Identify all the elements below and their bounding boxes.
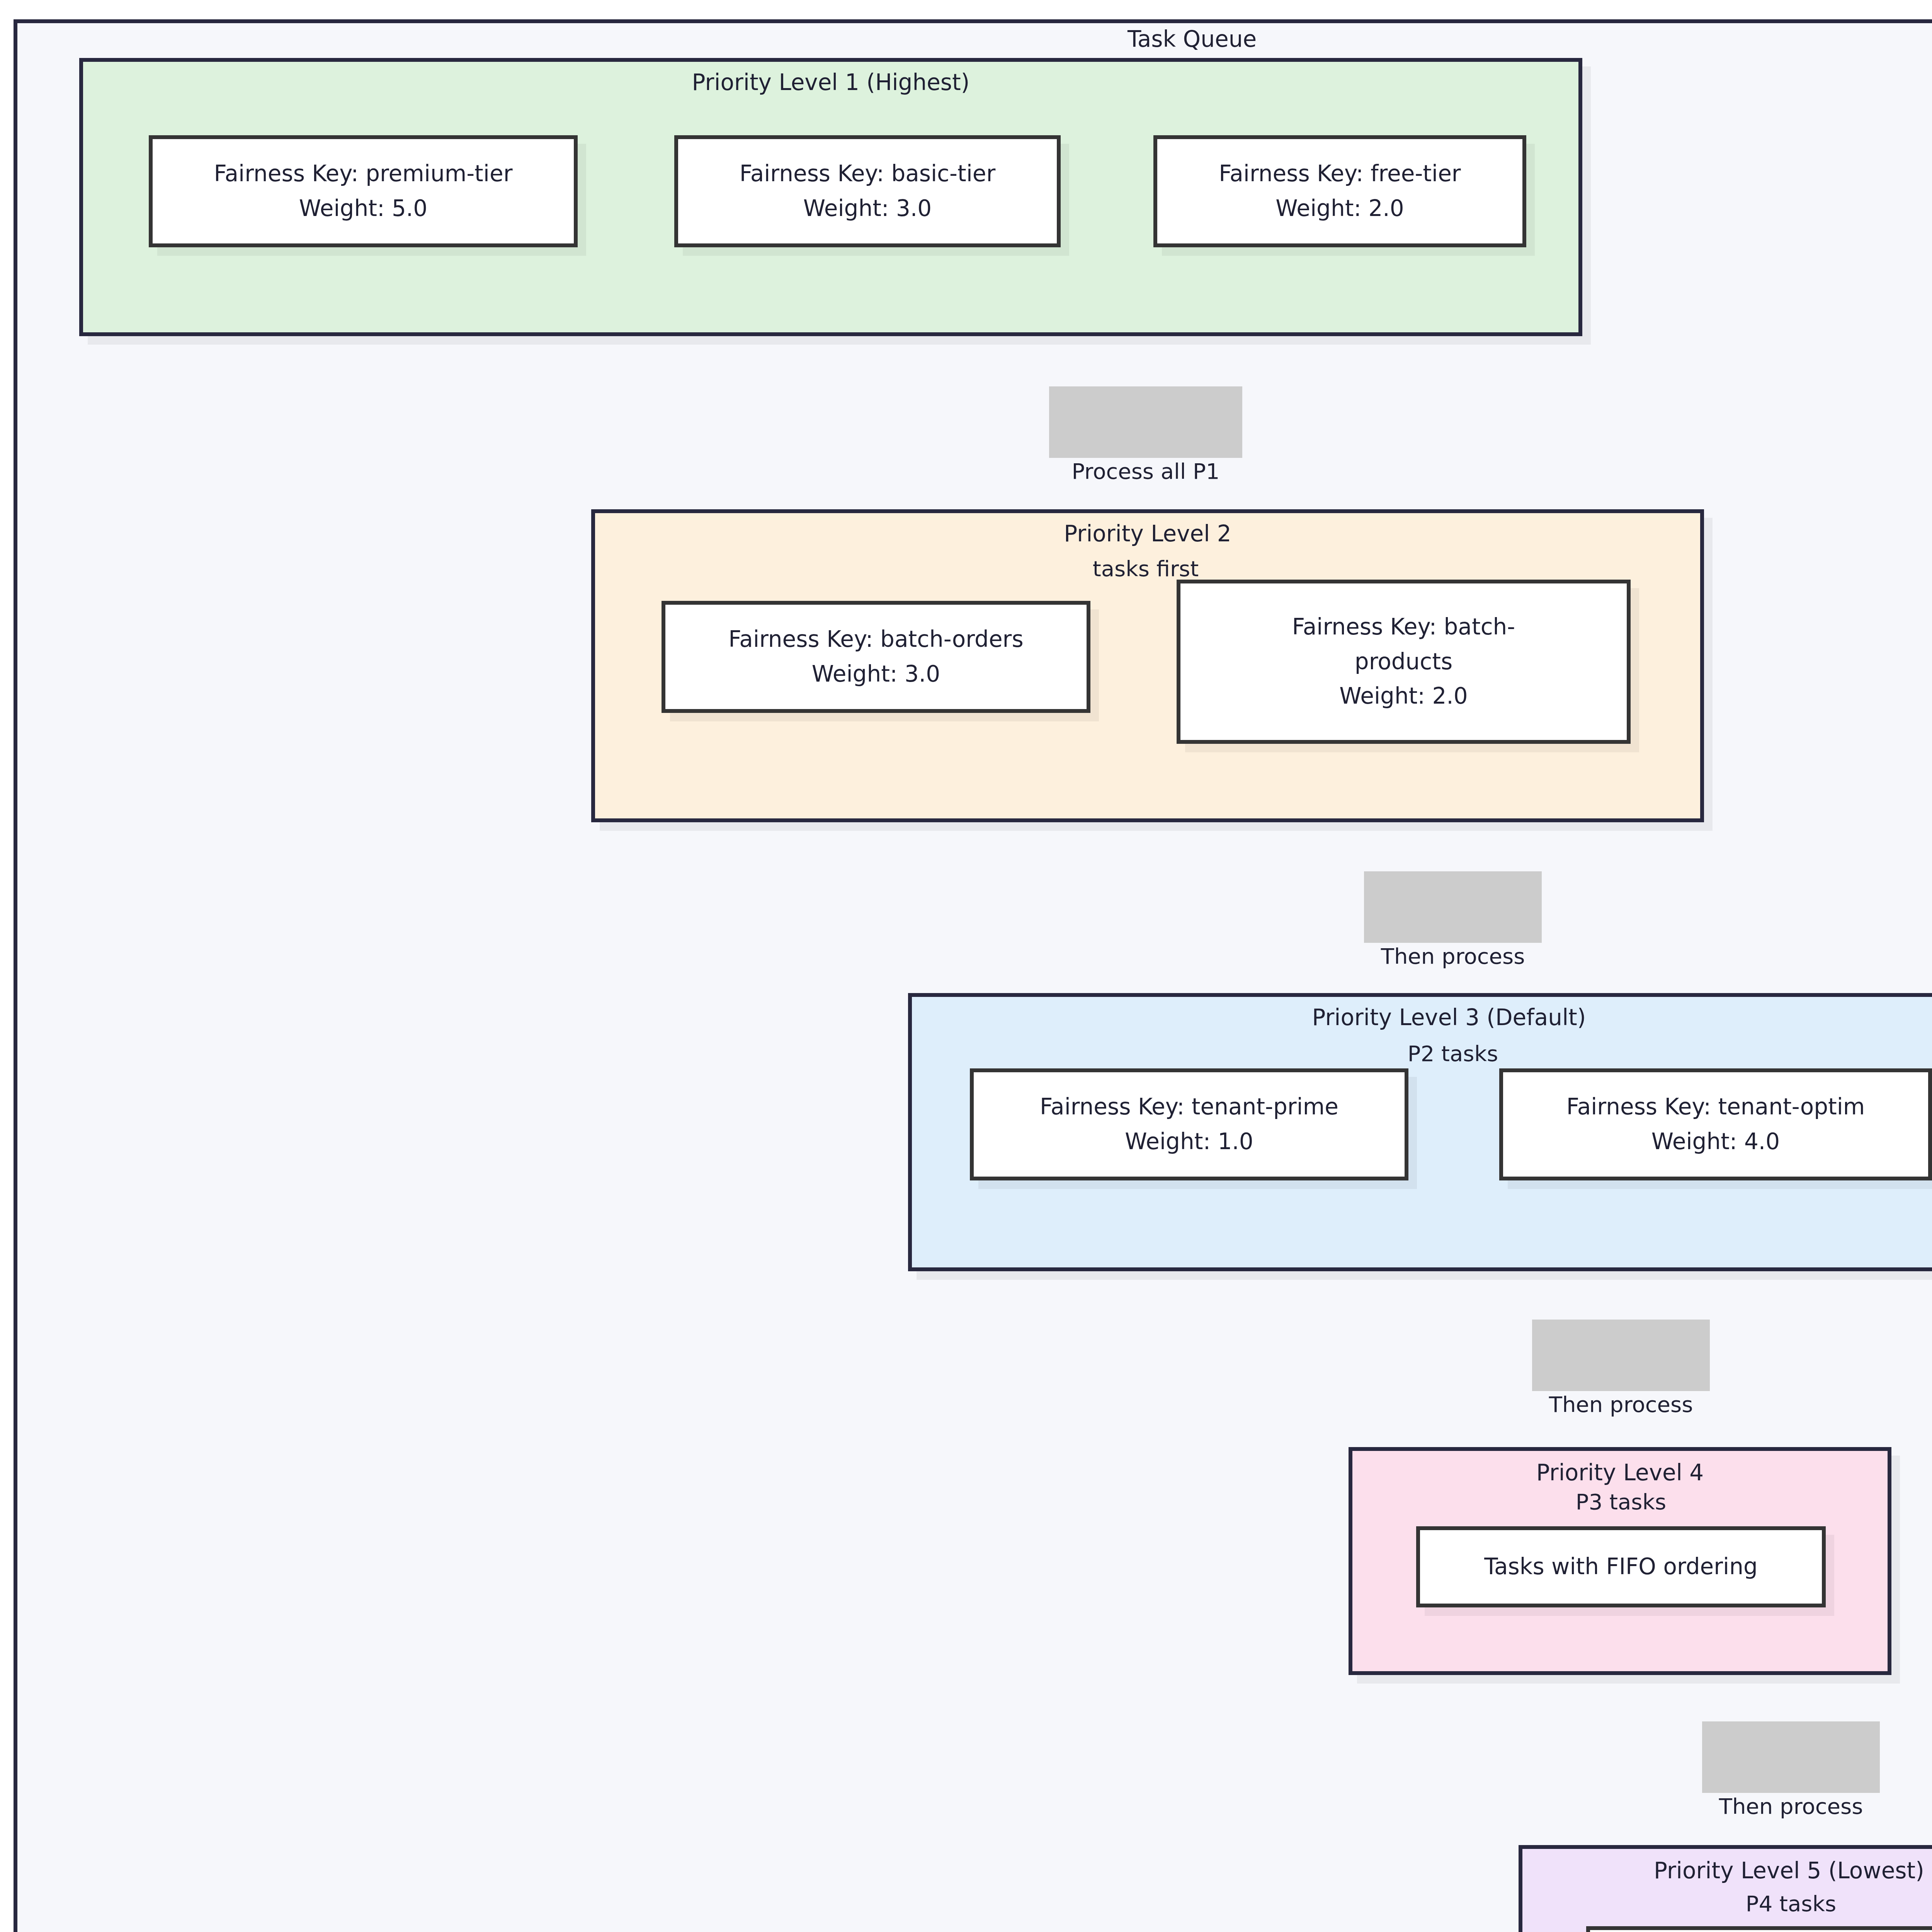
edge-label-line-1: Process all P1 bbox=[1055, 455, 1236, 488]
node-fairness-basic-tier-text: Fairness Key: basic-tier Weight: 3.0 bbox=[734, 156, 1001, 226]
edge-label-line-2: P4 tasks bbox=[1708, 1888, 1874, 1920]
edge-label-then-process-p2-tasks: Then process P2 tasks bbox=[1364, 871, 1542, 943]
edge-label-line-2: P2 tasks bbox=[1370, 1037, 1536, 1070]
node-line-2: Weight: 2.0 bbox=[1219, 191, 1461, 226]
edge-label-then-process-p3-tasks: Then process P3 tasks bbox=[1532, 1320, 1710, 1391]
edge-label-line-2: P3 tasks bbox=[1538, 1486, 1704, 1518]
node-fairness-premium-tier[interactable]: Fairness Key: premium-tier Weight: 5.0 bbox=[149, 135, 578, 247]
node-line-3: Weight: 2.0 bbox=[1292, 679, 1515, 714]
node-line-1: Fairness Key: tenant-optim bbox=[1566, 1090, 1865, 1124]
node-fairness-tenant-optim[interactable]: Fairness Key: tenant-optim Weight: 4.0 bbox=[1499, 1068, 1932, 1180]
node-fairness-tenant-prime-text: Fairness Key: tenant-prime Weight: 1.0 bbox=[1034, 1090, 1344, 1159]
edge-label-line-2: tasks first bbox=[1055, 553, 1236, 585]
node-line-1: Fairness Key: batch-orders bbox=[728, 622, 1023, 657]
node-fairness-premium-tier-text: Fairness Key: premium-tier Weight: 5.0 bbox=[208, 156, 518, 226]
node-line-1: Fairness Key: tenant-prime bbox=[1040, 1090, 1338, 1124]
node-fairness-free-tier[interactable]: Fairness Key: free-tier Weight: 2.0 bbox=[1153, 135, 1526, 247]
node-fairness-batch-orders[interactable]: Fairness Key: batch-orders Weight: 3.0 bbox=[662, 601, 1090, 713]
node-fairness-free-tier-text: Fairness Key: free-tier Weight: 2.0 bbox=[1213, 156, 1466, 226]
node-line-1: Fairness Key: batch- bbox=[1292, 610, 1515, 645]
node-line-2: Weight: 1.0 bbox=[1040, 1124, 1338, 1159]
edge-label-line-1: Then process bbox=[1538, 1388, 1704, 1421]
node-line-2: Weight: 4.0 bbox=[1566, 1124, 1865, 1159]
cluster-priority-level-1-label: Priority Level 1 (Highest) bbox=[79, 70, 1582, 95]
node-fairness-batch-orders-text: Fairness Key: batch-orders Weight: 3.0 bbox=[723, 622, 1029, 692]
node-line-2: Weight: 3.0 bbox=[740, 191, 996, 226]
edge-label-line-1: Then process bbox=[1708, 1790, 1874, 1823]
node-line-1: Fairness Key: basic-tier bbox=[740, 156, 996, 191]
node-fairness-basic-tier[interactable]: Fairness Key: basic-tier Weight: 3.0 bbox=[674, 135, 1061, 247]
edge-label-process-all-p1-tasks-first: Process all P1 tasks first bbox=[1049, 386, 1242, 458]
node-fairness-tenant-optim-text: Fairness Key: tenant-optim Weight: 4.0 bbox=[1561, 1090, 1871, 1159]
node-line-2: products bbox=[1292, 645, 1515, 679]
cluster-task-queue-label: Task Queue bbox=[14, 26, 1932, 52]
edge-label-then-process-p4-tasks: Then process P4 tasks bbox=[1702, 1721, 1880, 1793]
node-line-1: Fairness Key: premium-tier bbox=[214, 156, 512, 191]
node-line-2: Weight: 5.0 bbox=[214, 191, 512, 226]
node-line-1: Fairness Key: free-tier bbox=[1219, 156, 1461, 191]
node-fairness-batch-products-text: Fairness Key: batch- products Weight: 2.… bbox=[1287, 610, 1520, 714]
node-fairness-batch-products[interactable]: Fairness Key: batch- products Weight: 2.… bbox=[1177, 580, 1631, 744]
edge-label-line-1: Then process bbox=[1370, 940, 1536, 973]
node-line-2: Weight: 3.0 bbox=[728, 657, 1023, 692]
node-fairness-tenant-prime[interactable]: Fairness Key: tenant-prime Weight: 1.0 bbox=[970, 1068, 1408, 1180]
